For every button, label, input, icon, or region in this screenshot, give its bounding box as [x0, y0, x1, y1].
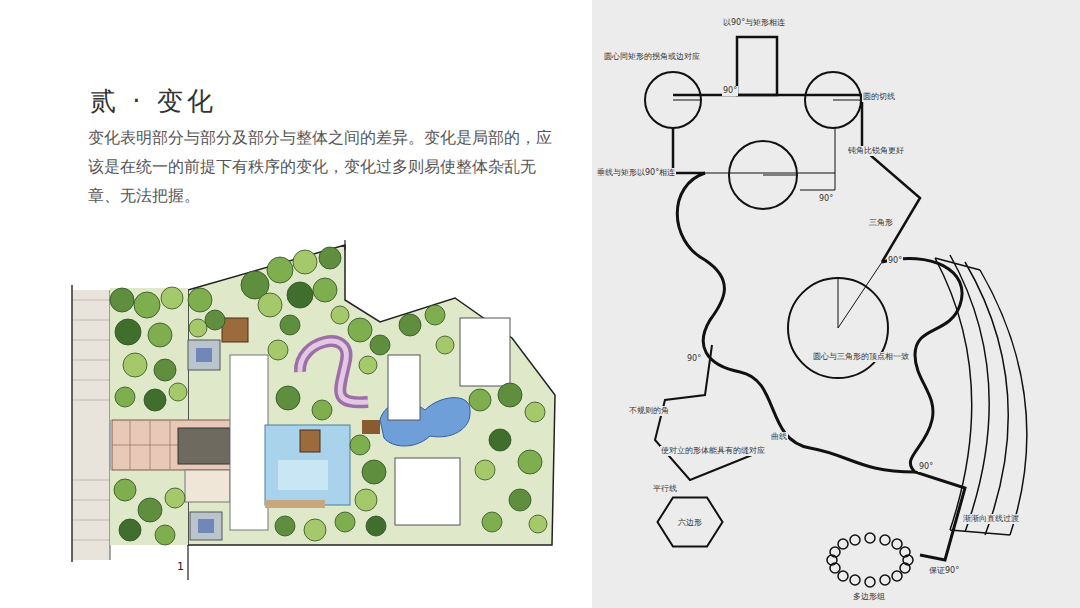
annotation: 平行线 [652, 484, 678, 494]
annotation: 三角形 [868, 218, 894, 228]
annotation: 90° [722, 86, 738, 96]
annotation: 圆心与三角形的顶点相一致 [812, 352, 910, 362]
hexagon-outline [658, 498, 723, 547]
annotation: 圆心同矩形的拐角或边对应 [603, 52, 701, 62]
annotation: 90° [887, 256, 903, 266]
annotation: 保证90° [928, 566, 960, 576]
body-paragraph: 变化表明部分与部分及部分与整体之间的差异。变化是局部的，应该是在统一的前提下有秩… [88, 123, 558, 210]
annotation: 渐渐向直线过渡 [962, 514, 1020, 524]
landscape-plan-sketch [72, 240, 555, 580]
shape-label: 六边形 [678, 517, 702, 528]
annotation: 90° [918, 462, 934, 472]
slide-title: 贰 · 变化 [90, 84, 217, 119]
section-mark: 1 [177, 560, 184, 573]
hexagon-shape: 六边形 [656, 496, 724, 548]
annotation: 以90°与矩形相连 [722, 18, 786, 28]
annotation: 垂线与矩形以90°相连 [596, 168, 676, 178]
annotation: 使对立的形体能具有的缝对应 [660, 446, 766, 456]
annotation: 90° [818, 194, 834, 204]
annotation: 多边形组 [852, 592, 886, 602]
annotation: 不规则的角 [628, 406, 670, 416]
annotation: 圆的切线 [862, 92, 896, 102]
annotation: 90° [686, 354, 702, 364]
annotation: 曲线 [770, 432, 788, 442]
annotation: 钝角比锐角更好 [847, 146, 905, 156]
geometry-diagram [645, 37, 1027, 587]
panel-ground [592, 0, 1080, 608]
